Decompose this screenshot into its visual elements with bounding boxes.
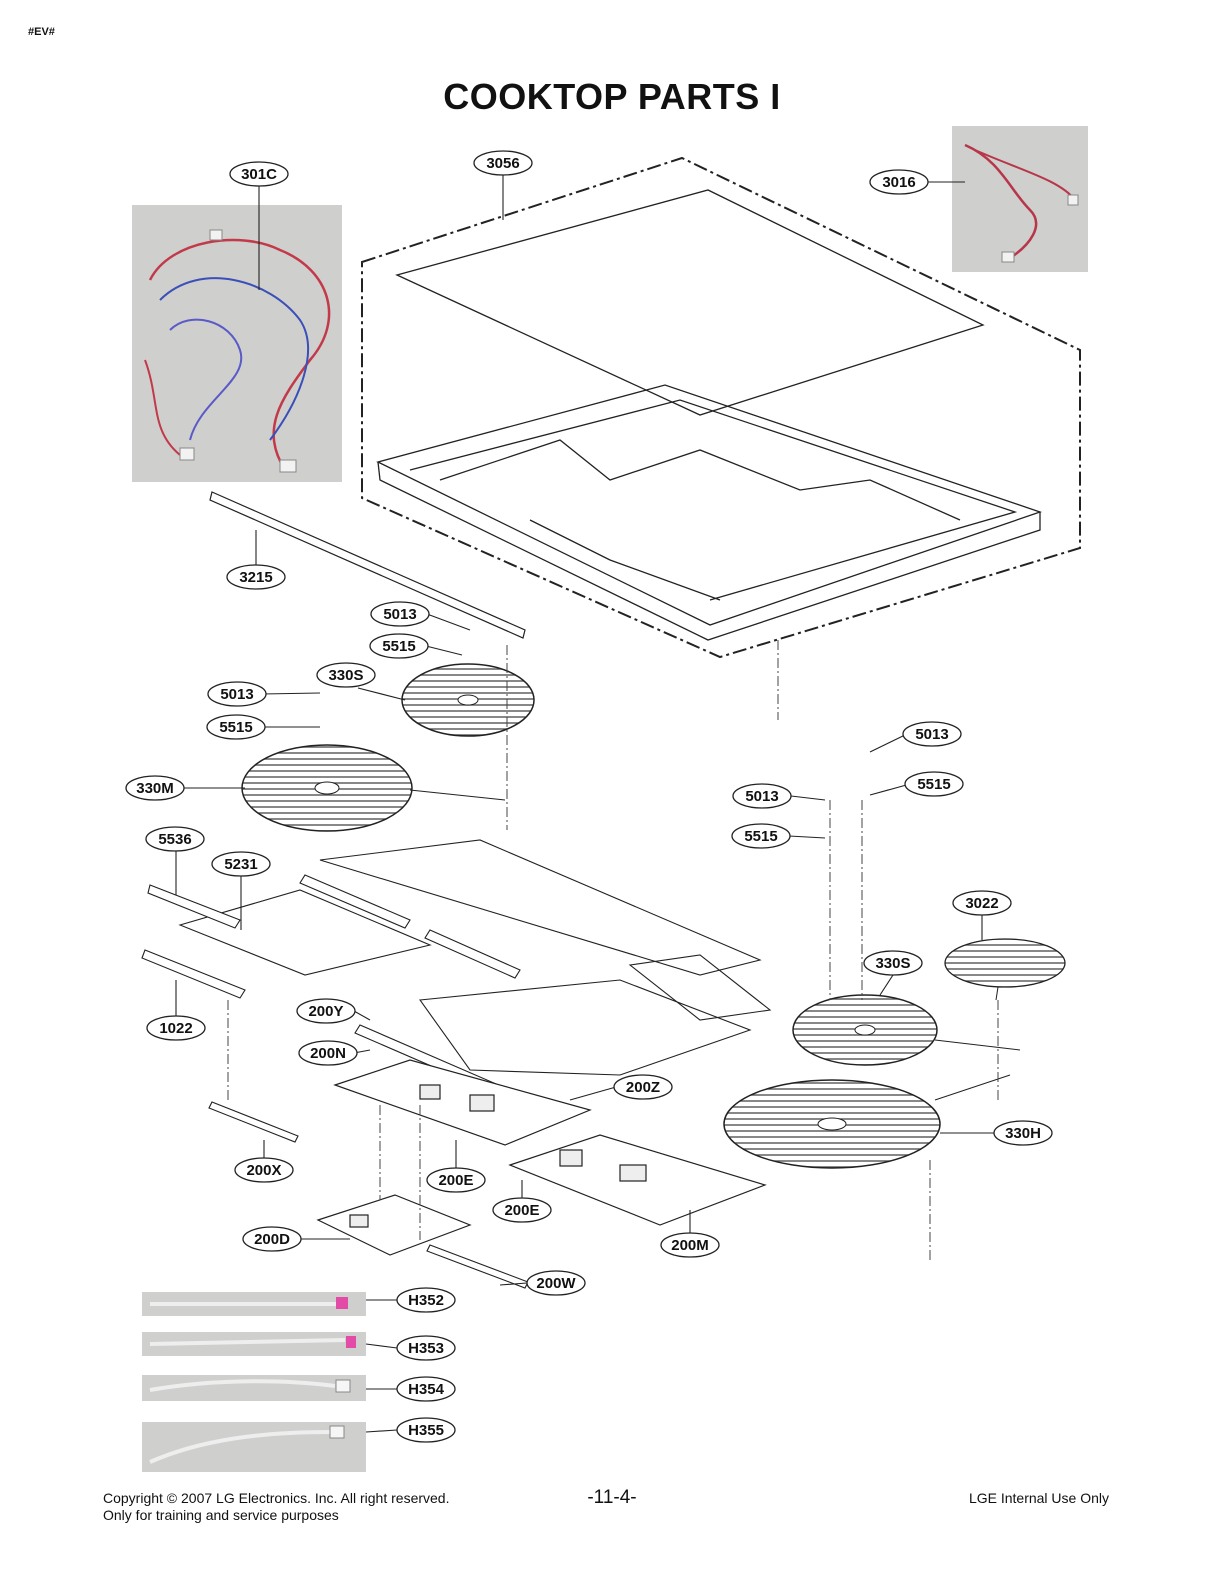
page-number: -11-4- [587, 1487, 637, 1508]
svg-text:200E: 200E [438, 1172, 473, 1189]
callout-h352: H352 [396, 1287, 456, 1313]
svg-text:3016: 3016 [882, 174, 915, 191]
svg-text:H352: H352 [408, 1292, 444, 1309]
callout-3022: 3022 [952, 890, 1012, 916]
callout-leader-lines [175, 175, 997, 1286]
burner-coil-330s-top [401, 663, 535, 737]
svg-text:5013: 5013 [220, 686, 253, 703]
harness-photos-h352-h355 [142, 1292, 366, 1472]
svg-text:301C: 301C [241, 166, 277, 183]
callout-5515-a: 5515 [369, 633, 429, 659]
callout-5013-a: 5013 [370, 601, 430, 627]
callout-3016: 3016 [869, 169, 929, 195]
svg-text:5536: 5536 [158, 831, 191, 848]
svg-text:330H: 330H [1005, 1125, 1041, 1142]
callout-5013-c: 5013 [902, 721, 962, 747]
callout-200w: 200W [526, 1270, 586, 1296]
svg-text:5515: 5515 [917, 776, 950, 793]
callout-h353: H353 [396, 1335, 456, 1361]
callout-200y: 200Y [296, 998, 356, 1024]
burner-coil-330h [723, 1074, 1011, 1169]
callout-200x: 200X [234, 1157, 294, 1183]
callout-3215: 3215 [226, 564, 286, 590]
callout-301c: 301C [229, 161, 289, 187]
callout-labels: 301C 3056 3016 3215 5013 5515 330S 5013 … [125, 150, 1053, 1443]
callout-200e-a: 200E [426, 1167, 486, 1193]
callout-5515-c: 5515 [904, 771, 964, 797]
copyright-text: Copyright © 2007 LG Electronics. Inc. Al… [103, 1490, 450, 1506]
alignment-lines [227, 640, 999, 1260]
callout-5515-b: 5515 [206, 714, 266, 740]
svg-text:5515: 5515 [744, 828, 777, 845]
callout-200z: 200Z [613, 1074, 673, 1100]
callout-5013-b: 5013 [207, 681, 267, 707]
harness-leaders [365, 1299, 398, 1433]
cooktop-assembly-boundary [361, 156, 1081, 659]
svg-text:5231: 5231 [224, 856, 257, 873]
svg-text:3022: 3022 [965, 895, 998, 912]
page-title: COOKTOP PARTS I [443, 76, 781, 117]
document-code: #EV# [28, 26, 55, 38]
sensor-plate-3022 [944, 938, 1066, 1001]
callout-330h: 330H [993, 1120, 1053, 1146]
side-trim-3215 [209, 491, 526, 639]
svg-text:200Z: 200Z [626, 1079, 660, 1096]
callout-330s-b: 330S [863, 950, 923, 976]
callout-5013-d: 5013 [732, 783, 792, 809]
svg-text:200Y: 200Y [308, 1003, 343, 1020]
svg-text:330S: 330S [328, 667, 363, 684]
svg-text:H354: H354 [408, 1381, 445, 1398]
callout-200d: 200D [242, 1226, 302, 1252]
svg-text:5515: 5515 [382, 638, 415, 655]
svg-text:3056: 3056 [486, 155, 519, 172]
svg-text:200W: 200W [536, 1275, 576, 1292]
pcb-boards [316, 1059, 767, 1256]
classification-label: LGE Internal Use Only [968, 1490, 1109, 1506]
svg-text:5013: 5013 [915, 726, 948, 743]
burner-coil-330s-right [792, 994, 1021, 1066]
callout-200n: 200N [298, 1040, 358, 1066]
callout-330s-a: 330S [316, 662, 376, 688]
svg-text:200N: 200N [310, 1045, 346, 1062]
callout-200e-b: 200E [492, 1197, 552, 1223]
callout-5231: 5231 [211, 851, 271, 877]
footer-copyright: Copyright © 2007 LG Electronics. Inc. Al… [103, 1490, 449, 1524]
callout-200m: 200M [660, 1232, 720, 1258]
callout-3056: 3056 [473, 150, 533, 176]
svg-text:330M: 330M [136, 780, 174, 797]
callout-5536: 5536 [145, 826, 205, 852]
svg-text:1022: 1022 [159, 1020, 192, 1037]
svg-text:200D: 200D [254, 1231, 290, 1248]
svg-text:5515: 5515 [219, 719, 252, 736]
svg-text:H353: H353 [408, 1340, 444, 1357]
svg-text:200E: 200E [504, 1202, 539, 1219]
callout-330m: 330M [125, 775, 185, 801]
svg-text:5013: 5013 [745, 788, 778, 805]
callout-1022: 1022 [146, 1015, 206, 1041]
svg-text:H355: H355 [408, 1422, 444, 1439]
svg-text:5013: 5013 [383, 606, 416, 623]
svg-text:200X: 200X [246, 1162, 281, 1179]
callout-h355: H355 [396, 1417, 456, 1443]
callout-5515-d: 5515 [731, 823, 791, 849]
callout-h354: H354 [396, 1376, 456, 1402]
cooktop-glass-and-frame [376, 189, 1043, 641]
burner-coil-330m [241, 744, 506, 832]
wire-harness-photo-301c [132, 205, 342, 482]
purpose-text: Only for training and service purposes [103, 1507, 339, 1523]
svg-text:200M: 200M [671, 1237, 709, 1254]
svg-text:3215: 3215 [239, 569, 272, 586]
harness-photo-3016 [952, 126, 1088, 272]
svg-text:330S: 330S [875, 955, 910, 972]
